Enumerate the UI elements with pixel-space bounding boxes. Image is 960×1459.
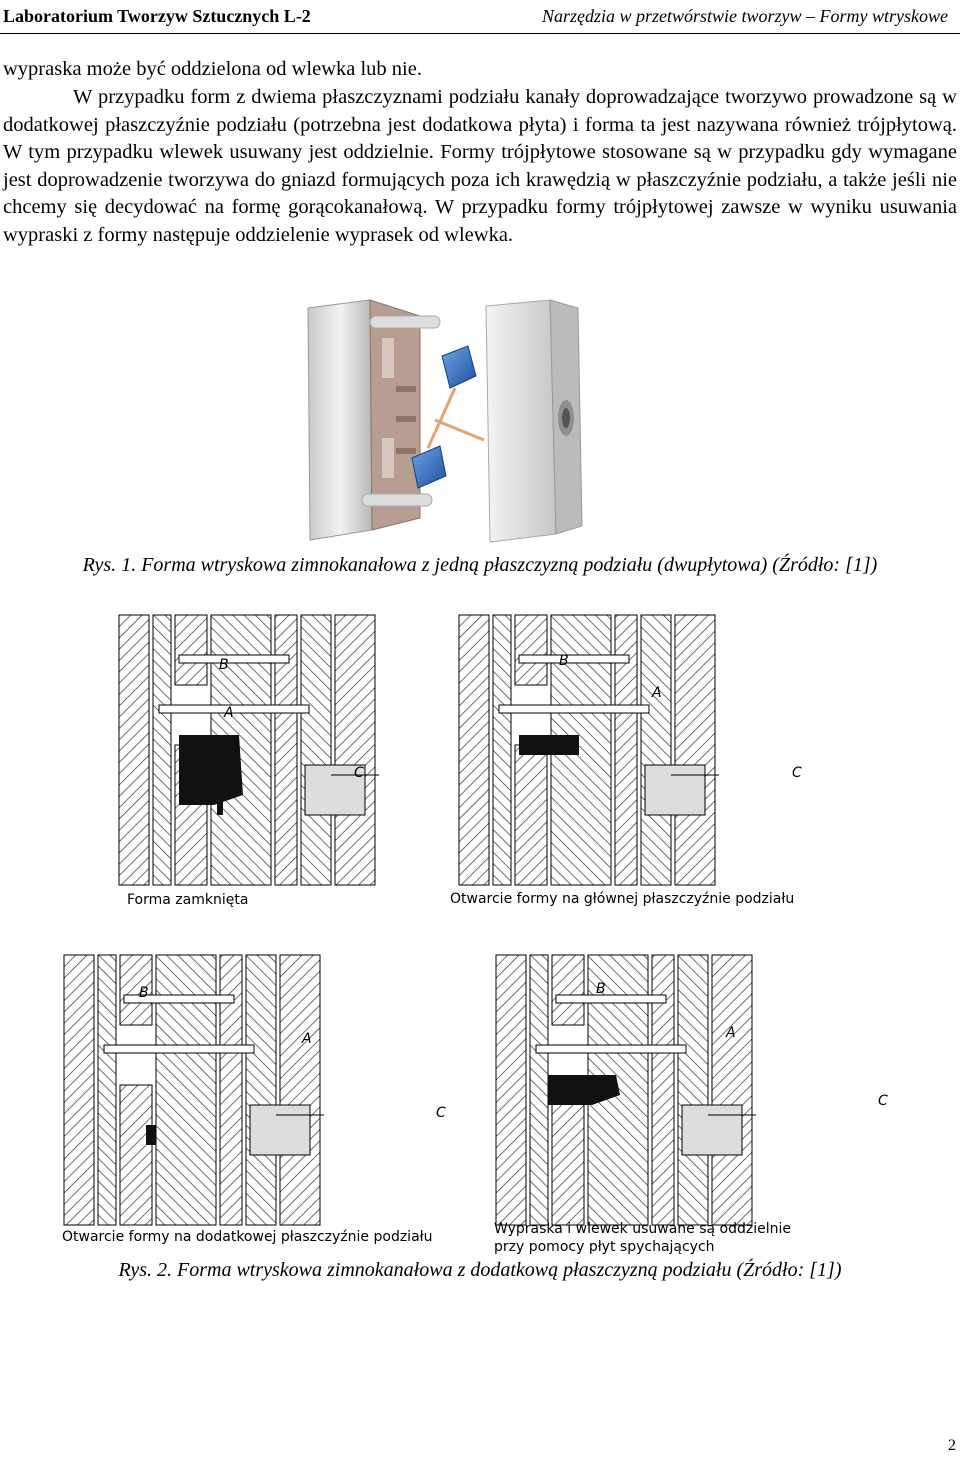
page-number: 2 [948,1437,956,1454]
section-ejection [495,954,757,1226]
text-paragraph: W przypadku form z dwiema płaszczyznami … [3,86,957,246]
figure2-caption: Rys. 2. Forma wtryskowa zimnokanałowa z … [118,1259,842,1281]
label-closed: Forma zamknięta [127,892,249,908]
letter-b-bl: B [139,985,149,1001]
label-ejection-line1: Wypraska i wlewek usuwane są oddzielnie [494,1221,791,1237]
letter-b-tr: B [559,653,569,669]
letter-b-br: B [596,981,606,997]
letter-c-tl: C [354,765,364,781]
label-main-opening: Otwarcie formy na głównej płaszczyźnie p… [450,891,795,907]
figure2-sections: B A C B A C B A C B A C [63,614,888,1226]
section-main-opening [458,614,720,886]
header-right: Narzędzia w przetwórstwie tworzyw – Form… [541,6,948,26]
label-extra-opening: Otwarcie formy na dodatkowej płaszczyźni… [62,1229,433,1245]
figure1-caption: Rys. 1. Forma wtryskowa zimnokanałowa z … [82,554,878,576]
letter-a-br: A [725,1025,736,1041]
letter-c-tr: C [792,765,802,781]
letter-c-bl: C [436,1105,446,1121]
letter-a-tr: A [651,685,662,701]
letter-b-tl: B [219,657,229,673]
letter-a-bl: A [301,1031,312,1047]
page-header: Laboratorium Tworzyw Sztucznych L-2 Narz… [0,0,960,34]
section-closed [118,614,380,886]
letter-a-tl: A [223,705,234,721]
figure1-mould-render [307,299,583,543]
header-left: Laboratorium Tworzyw Sztucznych L-2 [3,6,311,26]
letter-c-br: C [878,1093,888,1109]
section-extra-opening [63,954,325,1226]
text-line-continuation: wypraska może być oddzielona od wlewka l… [3,58,422,80]
label-ejection-line2: przy pomocy płyt spychających [494,1239,715,1255]
